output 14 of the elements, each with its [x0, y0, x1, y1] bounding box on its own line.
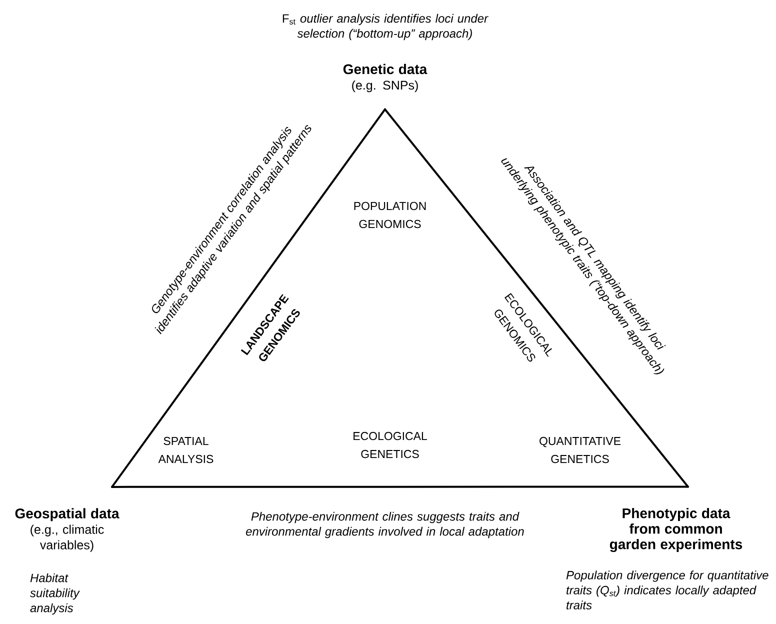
data-source-label: Phenotypic data from common garden experiments [610, 508, 742, 552]
field-label: SPATIAL ANALYSIS [158, 436, 214, 464]
triangle-side [384, 108, 689, 488]
annotation: Population divergence for quantitative traits (Q$_{st}$) indicates locally adapted traits [566, 570, 768, 610]
field-label: QUANTITATIVE GENETICS [540, 436, 621, 464]
field-label: ECOLOGICAL GENETICS [354, 432, 427, 458]
data-source-label: Genetic data (e.g. SNPs) [343, 64, 428, 92]
data-source-label: Geospatial data (e.g., climatic variables) [15, 508, 120, 552]
triangle-side [111, 108, 386, 488]
field-label: POPULATION GENOMICS [354, 202, 426, 228]
edge-label: Phenotype-environment clines suggests traits and environmental gradients involved in local adaptation [246, 512, 524, 538]
triangle-side [111, 486, 689, 488]
annotation: F$_{st}$ outlier analysis identifies loci under selection (“bottom-up” approach) [282, 14, 488, 40]
annotation: Habitat suitability analysis [30, 573, 80, 615]
